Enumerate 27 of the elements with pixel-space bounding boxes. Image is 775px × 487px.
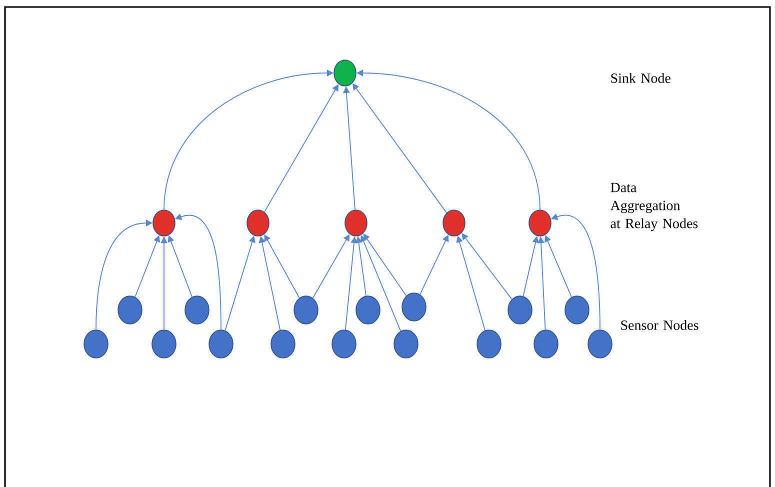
- sensor-node-circle: [270, 330, 296, 358]
- sensor-node-circle: [356, 296, 380, 324]
- sensor-node-circle: [394, 330, 418, 358]
- relay-node-circle: [246, 210, 270, 236]
- sensor-node-circle: [118, 296, 142, 324]
- sink-node-circle: [334, 60, 356, 86]
- side-label: Sink Node: [611, 73, 670, 83]
- relay-node-circle: [152, 210, 176, 236]
- sensor-node-circle: [208, 330, 234, 358]
- relay-node-circle: [442, 210, 466, 236]
- sensor-node-circle: [476, 330, 502, 358]
- sensor-node-circle: [588, 330, 612, 358]
- sensor-node-circle: [84, 330, 108, 358]
- sensor-node-circle: [402, 292, 426, 322]
- sensor-node-circle: [332, 330, 356, 358]
- sensor-node-circle: [534, 330, 558, 358]
- sensor-node-circle: [152, 330, 176, 358]
- relay-node-circle: [344, 210, 368, 236]
- side-label: Data Aggregation at Relay Nodes: [610, 182, 698, 232]
- sensor-node-circle: [294, 296, 318, 324]
- relay-node-circle: [528, 210, 552, 236]
- sensor-node-circle: [508, 296, 532, 324]
- side-label: Sensor Nodes: [621, 320, 698, 330]
- sensor-node-circle: [184, 296, 210, 324]
- sensor-node-circle: [564, 296, 590, 324]
- arrow: [544, 235, 572, 298]
- arrow: [462, 233, 512, 300]
